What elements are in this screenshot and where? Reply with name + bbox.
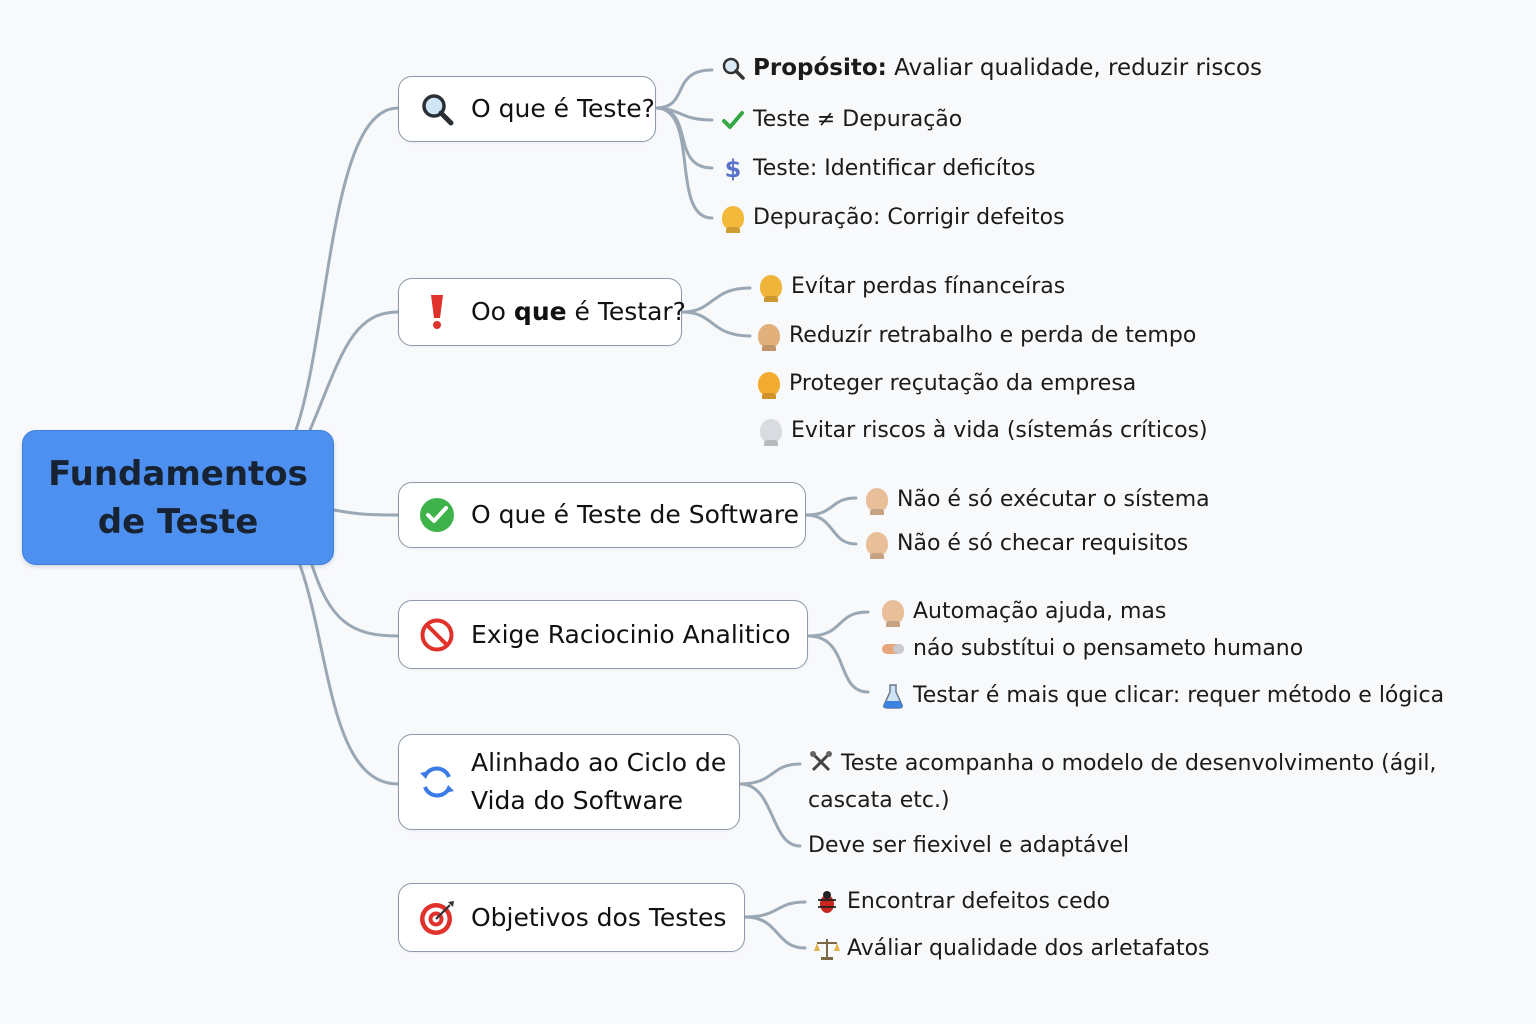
worker-icon bbox=[756, 323, 782, 349]
root-title: Fundamentos de Teste bbox=[48, 453, 308, 542]
label-bold-part: que bbox=[513, 297, 567, 326]
magnifier-icon bbox=[417, 92, 457, 126]
leaf-not-replace-human: náo substítui o pensameto humano bbox=[880, 635, 1303, 663]
prohibited-icon bbox=[417, 617, 457, 653]
technologist-icon bbox=[864, 531, 890, 557]
label-part: é Testar? bbox=[566, 297, 686, 326]
cycle-arrows-icon bbox=[417, 763, 457, 801]
leaf-reduce-rework: Reduzír retrabalho e perda de tempo bbox=[756, 322, 1196, 350]
checkmark-icon bbox=[720, 107, 746, 133]
leaf-not-just-execute: Não é só exécutar o sístema bbox=[864, 486, 1210, 514]
leaf-test-identify: $ Teste: Identificar deficítos bbox=[720, 155, 1036, 183]
leaf-text: Aváliar qualidade dos arletafatos bbox=[847, 936, 1210, 961]
leaf-text: Automação ajuda, mas bbox=[913, 599, 1167, 624]
leaf-test-vs-debug: Teste ≠ Depuração bbox=[720, 106, 962, 134]
magnifier-icon bbox=[720, 55, 746, 81]
branch-label: Oo que é Testar? bbox=[471, 293, 686, 331]
leaf-text: Não é só exécutar o sístema bbox=[897, 487, 1210, 512]
leaf-automation-helps: Automação ajuda, mas bbox=[880, 598, 1166, 626]
branch-label: Alinhado ao Ciclo de Vida do Software bbox=[471, 748, 727, 815]
leaf-text: Proteger reçutação da empresa bbox=[789, 371, 1137, 396]
leaf-text: Testar é mais que clicar: requer método … bbox=[913, 683, 1445, 708]
leaf-evaluate-quality: Aváliar qualidade dos arletafatos bbox=[814, 935, 1210, 963]
leaf-text: Reduzír retrabalho e perda de tempo bbox=[789, 323, 1197, 348]
leaf-text: Encontrar defeitos cedo bbox=[847, 889, 1111, 914]
person-icon bbox=[720, 205, 746, 231]
target-icon bbox=[417, 899, 457, 937]
leaf-find-defects-early: Encontrar defeitos cedo bbox=[814, 888, 1110, 916]
branch-objectives[interactable]: Objetivos dos Testes bbox=[398, 883, 745, 952]
leaf-text: Depuração: Corrigir defeitos bbox=[753, 205, 1065, 230]
face-icon bbox=[756, 371, 782, 397]
leaf-text: Não é só checar requisitos bbox=[897, 531, 1189, 556]
branch-label: Exige Raciocinio Analitico bbox=[471, 619, 791, 649]
leaf-text: Propósito: Avaliar qualidade, reduzir ri… bbox=[753, 54, 1262, 82]
leaf-text: Evitar riscos à vida (sístemás críticos) bbox=[791, 418, 1208, 443]
leaf-avoid-losses: Evítar perdas fínanceíras bbox=[758, 273, 1065, 301]
branch-why-test[interactable]: Oo que é Testar? bbox=[398, 278, 686, 346]
leaf-text: Teste: Identificar deficítos bbox=[753, 156, 1036, 181]
branch-lifecycle[interactable]: Alinhado ao Ciclo de Vida do Software bbox=[398, 734, 740, 830]
leaf-flexible: Deve ser fiexivel e adaptável bbox=[808, 832, 1129, 860]
branch-label: O que é Teste de Software bbox=[471, 500, 799, 529]
flask-icon bbox=[880, 683, 906, 709]
branch-software-testing[interactable]: O que é Teste de Software bbox=[398, 482, 806, 548]
technologist-icon bbox=[864, 487, 890, 513]
leaf-follows-model: Teste acompanha o modelo de desenvolvime… bbox=[808, 745, 1448, 819]
leaf-avoid-life-risks: Evitar riscos à vida (sístemás críticos) bbox=[758, 417, 1208, 445]
dollar-icon: $ bbox=[724, 155, 742, 183]
leaf-text: Teste acompanha o modelo de desenvolvime… bbox=[808, 751, 1437, 813]
label-part: Oo bbox=[471, 297, 514, 326]
leaf-text: náo substítui o pensameto humano bbox=[913, 636, 1304, 661]
scales-icon bbox=[814, 936, 840, 962]
tools-icon bbox=[808, 749, 834, 775]
check-circle-icon bbox=[417, 496, 457, 534]
exclamation-icon bbox=[417, 293, 457, 331]
branch-label: Objetivos dos Testes bbox=[471, 902, 727, 932]
technologist-icon bbox=[880, 599, 906, 625]
leaf-text: Deve ser fiexivel e adaptável bbox=[808, 833, 1130, 858]
leaf-text: Evítar perdas fínanceíras bbox=[791, 274, 1066, 299]
leaf-debug-fix: Depuração: Corrigir defeitos bbox=[720, 204, 1065, 232]
branch-what-is-test[interactable]: O que é Teste? bbox=[398, 76, 656, 142]
grimace-face-icon bbox=[758, 274, 784, 300]
branch-label: O que é Teste? bbox=[471, 94, 655, 123]
leaf-more-than-click: Testar é mais que clicar: requer método … bbox=[880, 682, 1444, 710]
leaf-text: Teste ≠ Depuração bbox=[753, 107, 963, 132]
leaf-text-rest: Avaliar qualidade, reduzir riscos bbox=[886, 55, 1263, 81]
pill-icon bbox=[880, 636, 906, 662]
leaf-purpose: Propósito: Avaliar qualidade, reduzir ri… bbox=[720, 54, 1262, 82]
root-node[interactable]: Fundamentos de Teste bbox=[22, 430, 334, 565]
branch-analytical-thinking[interactable]: Exige Raciocinio Analitico bbox=[398, 600, 808, 669]
leaf-not-just-check: Não é só checar requisitos bbox=[864, 530, 1188, 558]
ghost-icon bbox=[758, 418, 784, 444]
leaf-text-wrap: Teste acompanha o modelo de desenvolvime… bbox=[808, 745, 1448, 819]
leaf-bold-text: Propósito: bbox=[753, 55, 887, 81]
leaf-protect-reputation: Proteger reçutação da empresa bbox=[756, 370, 1136, 398]
bug-icon bbox=[814, 889, 840, 915]
